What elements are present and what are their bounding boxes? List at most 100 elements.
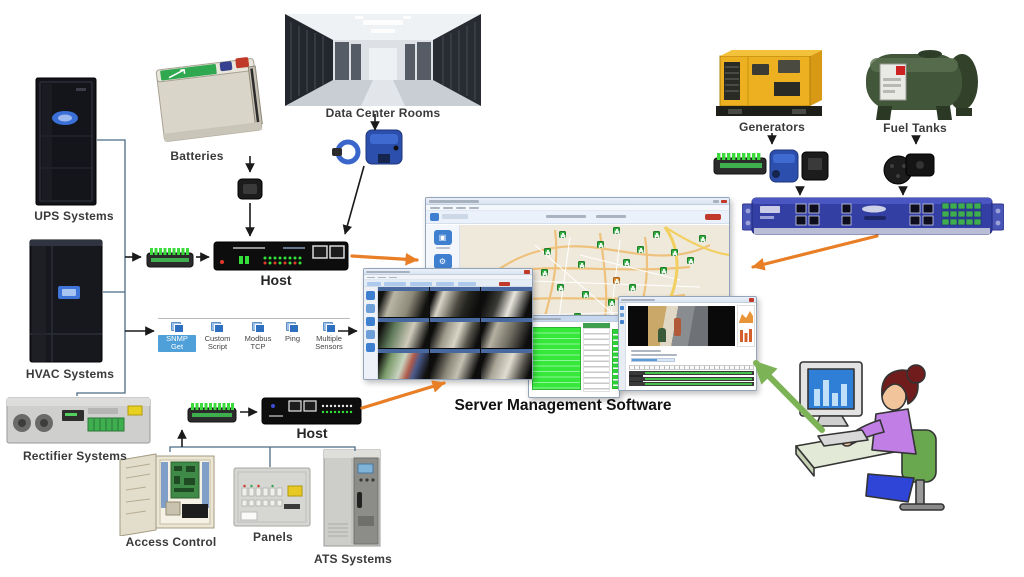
map-marker: [557, 284, 564, 291]
protocol-modbus-tcp: Modbus TCP: [239, 322, 277, 352]
generator-image: [716, 50, 822, 116]
protocol-icon: [170, 322, 184, 333]
camera-playback-icon: [366, 330, 375, 339]
video-progress-fill: [632, 359, 658, 361]
protocol-label: SNMP Get: [158, 334, 196, 352]
protocol-divider: [158, 318, 350, 319]
fuel-tank-image: [866, 50, 978, 120]
camera-sidebar: [364, 287, 378, 379]
map-marker: [660, 267, 667, 274]
camera-map-icon: [366, 317, 375, 326]
hvac-system-image: [29, 239, 103, 363]
camera-device-icon: [366, 343, 375, 352]
protocol-label: Custom Script: [204, 334, 231, 352]
map-marker: [544, 248, 551, 255]
ups-systems-label: UPS Systems: [34, 209, 114, 223]
map-marker: [687, 257, 694, 264]
status-list-rows: [583, 328, 610, 392]
map-window-titlebar: [426, 198, 729, 205]
map-window-menubar: [426, 205, 729, 211]
protocol-icon: [211, 322, 224, 333]
camera-window-menubar: [364, 275, 532, 280]
panels-image: [233, 467, 311, 527]
camera-record-button: [499, 281, 510, 286]
camera-search-icon: [366, 304, 375, 313]
protocol-row: SNMP Get Custom Script Modbus TCP Ping M…: [158, 318, 350, 352]
battery-sensor: [237, 178, 263, 200]
map-marker: [637, 246, 644, 253]
sensor-strip-top: [146, 248, 194, 268]
monitoring-icon: ▣: [433, 230, 452, 245]
protocol-custom-script: Custom Script: [199, 322, 237, 352]
data-center-rooms-label: Data Center Rooms: [325, 106, 441, 120]
protocol-label: Modbus TCP: [244, 334, 272, 352]
video-camera-frame: [648, 306, 708, 346]
map-marker: [613, 227, 620, 234]
access-control-image: [119, 453, 215, 536]
host-device-top: [213, 241, 349, 271]
ups-system-image: [35, 77, 97, 206]
protocol-icon: [286, 322, 299, 333]
map-marker: [541, 269, 548, 276]
fuel-tanks-label: Fuel Tanks: [883, 121, 947, 135]
map-marker: [613, 277, 620, 284]
map-marker: [699, 235, 706, 242]
operator-clipart: [795, 361, 945, 511]
datacenter-sensors: [332, 129, 403, 165]
video-black-left: [628, 306, 648, 346]
status-green-rows: [532, 327, 581, 390]
batteries-label: Batteries: [170, 149, 224, 163]
map-close-icon: [721, 199, 727, 203]
host-bottom-label: Host: [296, 425, 328, 441]
ats-systems-label: ATS Systems: [313, 552, 392, 566]
camera-window: [363, 268, 533, 380]
protocol-ping: Ping: [280, 322, 306, 352]
camera-window-titlebar: [364, 269, 532, 275]
camera-close-icon: [524, 270, 530, 274]
video-progress-track: [631, 358, 675, 362]
status-list-header: [583, 323, 610, 328]
video-window: [618, 296, 757, 391]
camera-monitor-icon: [366, 291, 375, 300]
map-app-icon: [430, 213, 439, 221]
map-marker: [653, 231, 660, 238]
hvac-systems-label: HVAC Systems: [25, 367, 115, 381]
diagram-title: Server Management Software: [454, 397, 672, 414]
video-close-icon: [749, 298, 754, 302]
protocol-snmp-get: SNMP Get: [158, 322, 196, 352]
map-marker: [623, 259, 630, 266]
protocol-icon: [322, 322, 336, 333]
ats-system-image: [323, 449, 381, 547]
rectifier-systems-label: Rectifier Systems: [22, 449, 128, 463]
protocol-icon: [251, 322, 265, 333]
map-window-toolbar: [426, 211, 729, 224]
map-marker: [629, 284, 636, 291]
batteries-image: [155, 57, 263, 142]
video-sidebar: [619, 303, 626, 390]
status-window: [528, 315, 620, 398]
host-device-bottom: [261, 397, 362, 425]
protocol-label: Ping: [284, 334, 300, 343]
generator-sensors: [713, 149, 829, 183]
map-marker: [582, 291, 589, 298]
camera-grid: [378, 287, 532, 379]
camera-window-toolbar: [364, 280, 532, 287]
host-top-label: Host: [260, 272, 292, 288]
data-center-photo: [285, 14, 481, 106]
panels-label: Panels: [253, 530, 293, 544]
generators-label: Generators: [738, 120, 806, 134]
access-control-label: Access Control: [125, 535, 217, 549]
video-track-3: [629, 382, 754, 386]
settings-icon: ⚙: [433, 254, 452, 269]
video-track-2: [629, 376, 754, 381]
gateway-rack-device: [742, 197, 1004, 235]
video-stats-panel: [737, 305, 755, 347]
video-timeline-ruler: [629, 365, 754, 370]
status-window-titlebar: [529, 316, 619, 322]
video-window-titlebar: [619, 297, 756, 303]
rectifier-system-image: [6, 397, 151, 444]
fuel-sensor: [883, 153, 935, 185]
protocol-multiple-sensors: Multiple Sensors: [308, 322, 350, 352]
protocol-label: Multiple Sensors: [315, 334, 343, 352]
